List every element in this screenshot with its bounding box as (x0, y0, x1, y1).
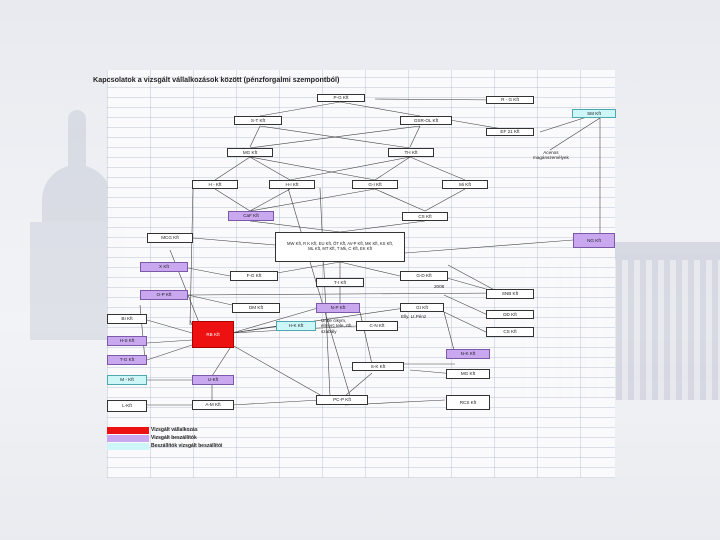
node-ug-label: Unde cikym, elmerc tele, rth szabály (321, 318, 353, 334)
edge (250, 126, 260, 147)
legend-label-sub-suppliers: Beszállítók vizsgált beszállítói (151, 443, 222, 449)
legend-swatch-sub-suppliers (107, 443, 149, 450)
node-cs: CS Kft (402, 212, 448, 221)
edge (250, 189, 375, 211)
node-cafkt: CaF Kft (228, 211, 274, 221)
edge (212, 345, 232, 376)
edge (215, 189, 250, 211)
node-t: T-I Kft (316, 278, 364, 287)
legend-swatch-suppliers (107, 435, 149, 442)
node-mgk: MG Kft (446, 369, 490, 379)
edge (360, 312, 372, 364)
edge (250, 221, 340, 232)
node-mi: Mi Kft (442, 180, 488, 189)
edge (405, 240, 573, 253)
node-hk: H-K Kft (276, 321, 316, 331)
node-lk: L-Kft (107, 400, 147, 412)
edge (215, 157, 250, 180)
edge (444, 312, 486, 332)
edge (250, 157, 375, 180)
node-sm: SM Kft (572, 109, 616, 118)
node-fg: F-G Kft (230, 271, 278, 281)
node-op: O-P Kft (140, 290, 188, 300)
edge (147, 345, 192, 360)
edge (340, 262, 400, 276)
edge (410, 126, 420, 147)
node-big-group: MW Kft, R K Kft, EU Kft, ÖT Kft, AV-P Kf… (275, 232, 405, 262)
edge (188, 295, 232, 305)
node-uk: U-Kft (192, 375, 234, 385)
legend-swatch-examined (107, 427, 149, 434)
annotation-acnose: Acenos magánszemélyek (533, 150, 569, 161)
node-snb: SNB Kft (486, 289, 534, 299)
node-cnyl: C-N Kft (356, 321, 398, 331)
edge (250, 126, 420, 148)
edge (425, 189, 465, 211)
node-hs: H-S Kft (107, 336, 147, 346)
node-ma: M - Kft (107, 375, 147, 385)
edge (410, 157, 465, 180)
node-gi: G-I Kft (352, 180, 398, 189)
node-gs: GI Kft (400, 303, 444, 312)
edge (444, 295, 490, 316)
legend-label-suppliers: Vizsgált beszállítók (151, 435, 197, 441)
annotation-year: 2008 (434, 284, 444, 289)
edge (444, 312, 455, 354)
node-dd: DD Kft (486, 310, 534, 319)
node-gsr: GSR-OL Kft (400, 116, 452, 125)
edge (540, 116, 590, 132)
edge (375, 189, 425, 211)
node-amnk: A-M Kft (192, 400, 234, 410)
node-rcs: RCS Kft (446, 395, 490, 410)
annotation-elly: Elly. Lt.Pénz (401, 314, 426, 319)
node-mg: MG Kft (227, 148, 273, 157)
edge (232, 345, 322, 396)
edge (320, 188, 330, 396)
edge (188, 293, 500, 295)
edge (340, 102, 420, 116)
node-hi: H-I Kft (269, 180, 315, 189)
node-bk: BI Kft (107, 314, 147, 324)
edge (340, 221, 425, 232)
node-gd: G-D Kft (400, 271, 448, 281)
edge (147, 340, 192, 343)
node-mcg: MCG Kft (147, 233, 193, 243)
edge (193, 238, 275, 245)
node-rg: R - G Kft (486, 96, 534, 104)
node-cs2: CS Kft (486, 327, 534, 337)
node-pg: P-G Kft (317, 94, 365, 102)
edge (288, 188, 350, 396)
node-tg: T-G Kft (107, 355, 147, 365)
node-th: TH Kft (388, 148, 434, 157)
edge (232, 400, 320, 405)
node-x: X Kft (140, 262, 188, 272)
legend-label-examined: Vizsgált vállalkozás (151, 427, 198, 433)
node-pcp: PC-P Kft (316, 395, 368, 405)
node-st: S-T Kft (234, 116, 282, 125)
node-sk: S-K Kft (352, 362, 404, 371)
edge (188, 268, 230, 276)
node-ngk: NG Kft (573, 233, 615, 248)
node-ef: EF 21 Kft (486, 128, 534, 136)
edge (147, 320, 192, 333)
node-nk: N-K Kft (446, 349, 490, 359)
node-rb-examined: RB Kft (192, 321, 234, 348)
edge (375, 99, 500, 100)
node-hm: H - Kft (192, 180, 238, 189)
node-dm: DM Kft (232, 303, 280, 313)
node-np: N-P Kft (316, 303, 360, 313)
edge (260, 102, 340, 116)
edge (550, 118, 600, 150)
